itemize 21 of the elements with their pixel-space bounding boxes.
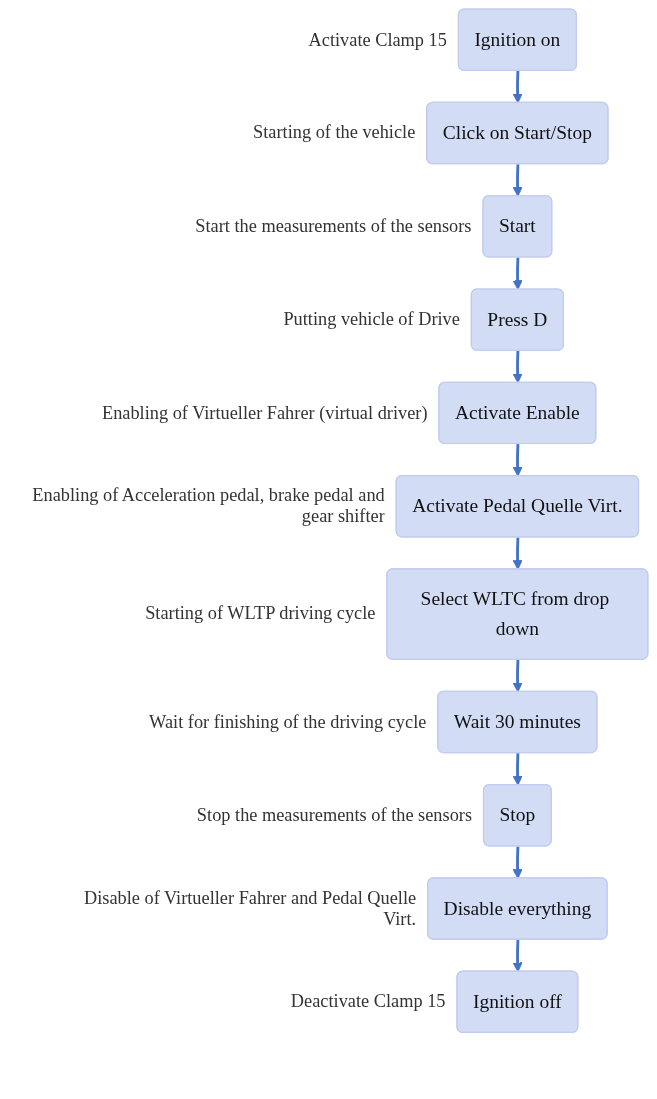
arrow	[512, 164, 523, 197]
step-description: Stop the measurements of the sensors	[196, 804, 473, 826]
arrow	[512, 444, 523, 477]
step-description: Wait for finishing of the driving cycle	[149, 711, 427, 733]
step-description: Disable of Virtueller Fahrer and Pedal Quelle Virt.	[82, 887, 417, 930]
step-description: Deactivate Clamp 15	[290, 991, 446, 1013]
arrow	[512, 257, 523, 291]
arrow	[512, 70, 523, 104]
step-description: Start the measurements of the sensors	[195, 216, 472, 237]
step-description: Enabling of Virtueller Fahrer (virtual driver)	[101, 402, 428, 424]
arrow	[512, 846, 523, 879]
arrow	[512, 350, 523, 384]
step-description: Starting of WLTP driving cycle	[145, 603, 376, 625]
arrow	[512, 939, 523, 973]
step-description: Starting of the vehicle	[253, 122, 416, 144]
step-description: Activate Clamp 15	[308, 29, 447, 51]
step-description: Enabling of Acceleration pedal, brake pedal and gear shifter	[31, 485, 385, 527]
step-description: Putting vehicle of Drive	[283, 309, 460, 330]
arrow	[512, 537, 523, 570]
arrow	[512, 659, 523, 693]
arrow	[512, 753, 523, 786]
